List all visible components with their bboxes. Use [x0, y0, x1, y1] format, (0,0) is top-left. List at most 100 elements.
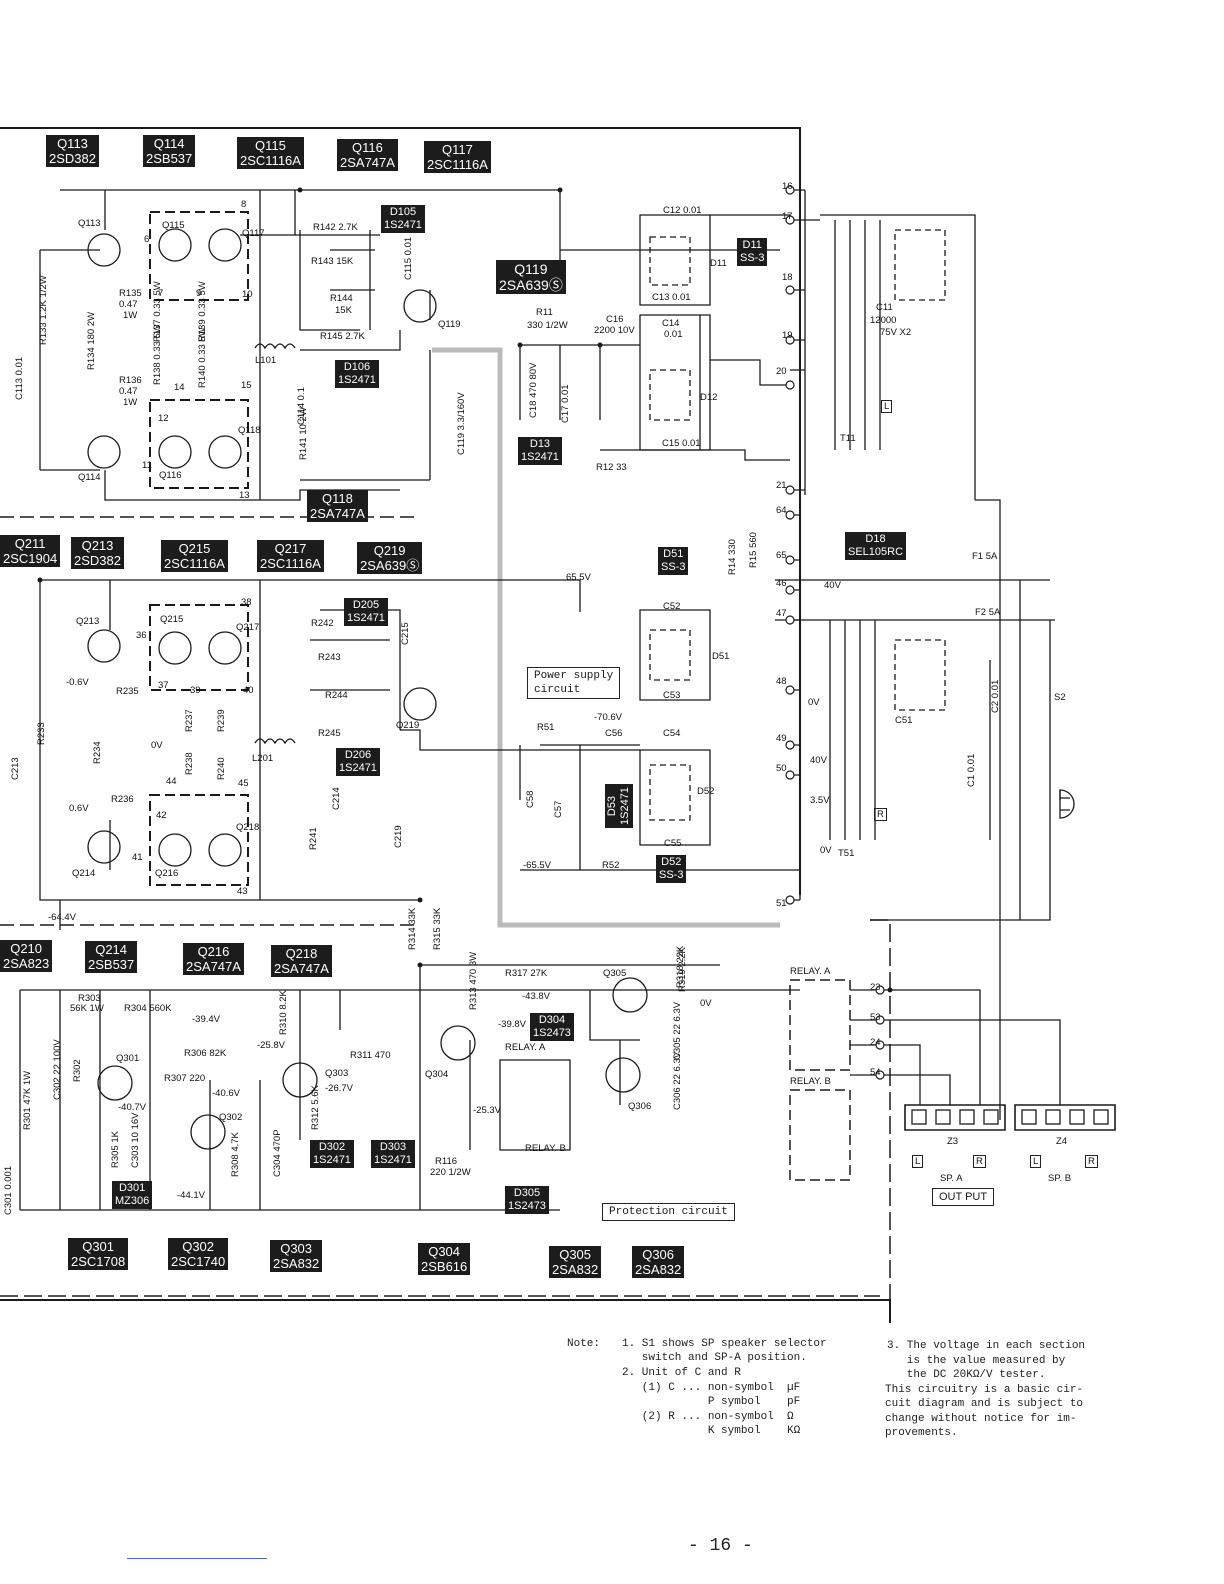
- label-q218: Q218: [236, 822, 260, 833]
- voltage-0v-d: 0V: [700, 998, 712, 1009]
- note-4: This circuitry is a basic cir-: [885, 1384, 1084, 1396]
- node-11: 11: [142, 460, 152, 471]
- label-q116: Q116: [159, 470, 182, 481]
- note-4b: change without notice for im-: [885, 1413, 1077, 1425]
- label-sp-b: SP. B: [1048, 1173, 1072, 1184]
- label-c306: C306 22 6.3V: [672, 1051, 683, 1110]
- voltage-neg-39-4v: -39.4V: [192, 1014, 220, 1025]
- node-12: 12: [158, 413, 169, 424]
- label-c2: C2 0.01: [990, 679, 1001, 713]
- label-r141: R141 10 2W: [298, 407, 309, 460]
- label-c17: C17 0.01: [560, 384, 571, 423]
- label-r242: R242: [311, 618, 334, 629]
- label-r312: R312 5.6K: [310, 1085, 321, 1130]
- label-c13: C13 0.01: [652, 292, 691, 303]
- label-c15: C15 0.01: [662, 438, 701, 449]
- voltage-neg-65-5v: -65.5V: [523, 860, 551, 871]
- label-q217: Q217: [236, 622, 260, 633]
- label-f2: F2 5A: [975, 607, 1001, 618]
- node-47: 47: [776, 608, 787, 619]
- label-r116-value: 220 1/2W: [430, 1167, 471, 1178]
- label-q214: Q214: [72, 868, 96, 879]
- label-c11: C11: [876, 302, 893, 313]
- node-41: 41: [132, 852, 143, 863]
- label-r237: R237: [184, 709, 195, 732]
- node-21: 21: [776, 480, 787, 491]
- note-1: 1. S1 shows SP speaker selector: [622, 1338, 827, 1350]
- node-10: 10: [242, 289, 253, 300]
- label-q302: Q302: [219, 1112, 243, 1123]
- label-d11: D11: [710, 258, 727, 269]
- label-r317: R317 27K: [505, 968, 548, 979]
- terminal-l-a: L: [912, 1155, 924, 1168]
- label-q117: Q117: [242, 228, 265, 239]
- label-r116: R116: [435, 1156, 458, 1167]
- voltage-neg-25-8v: -25.8V: [257, 1040, 285, 1051]
- note-2: 2. Unit of C and R: [622, 1367, 741, 1379]
- voltage-neg-40-6v: -40.6V: [212, 1088, 240, 1099]
- note-4a: cuit diagram and is subject to: [885, 1398, 1084, 1410]
- label-q219: Q219: [396, 720, 420, 731]
- label-q213: Q213: [76, 616, 100, 627]
- node-15: 15: [241, 380, 252, 391]
- note-1b: switch and SP-A position.: [622, 1352, 807, 1364]
- note-2c: (2) R ... non-symbol Ω: [622, 1411, 794, 1423]
- label-r142: R142 2.7K: [313, 222, 358, 233]
- label-q113: Q113: [78, 218, 101, 229]
- terminal-r-a: R: [973, 1155, 986, 1168]
- node-18: 18: [782, 272, 793, 283]
- label-c58: C58: [525, 790, 536, 808]
- label-r319: R319 2.2K: [677, 947, 688, 992]
- node-36: 36: [136, 630, 147, 641]
- node-46: 46: [776, 578, 787, 589]
- label-r12: R12 33: [596, 462, 627, 473]
- label-r11-value: 330 1/2W: [527, 320, 568, 331]
- node-39: 39: [190, 685, 201, 696]
- label-r136-watt: 1W: [123, 397, 138, 408]
- note-3a: is the value measured by: [887, 1355, 1066, 1367]
- node-23: 23: [870, 982, 881, 993]
- label-d51: D51: [712, 651, 730, 662]
- label-r236: R236: [111, 794, 134, 805]
- voltage-neg-64-4v: -64.4V: [48, 912, 76, 923]
- label-r315: R315 33K: [432, 907, 443, 950]
- label-r245: R245: [318, 728, 341, 739]
- label-r241: R241: [308, 827, 319, 850]
- label-r301: R301 47K 1W: [22, 1070, 33, 1130]
- note-2d: K symbol KΩ: [622, 1425, 801, 1437]
- label-r11: R11: [536, 307, 553, 318]
- note-2b: P symbol pF: [622, 1396, 801, 1408]
- label-c14-value: 0.01: [664, 329, 683, 340]
- label-t51: T51: [838, 848, 855, 859]
- label-c54: C54: [663, 728, 681, 739]
- label-r303: R303: [78, 993, 101, 1004]
- label-f1: F1 5A: [972, 551, 998, 562]
- node-17: 17: [782, 211, 793, 222]
- label-c213: C213: [10, 757, 21, 780]
- node-13: 13: [239, 490, 250, 501]
- node-24: 24: [870, 1037, 881, 1048]
- voltage-neg-44-1v: -44.1V: [177, 1190, 205, 1201]
- voltage-0v-b: 0V: [820, 845, 832, 856]
- label-r234: R234: [92, 741, 103, 764]
- label-q306: Q306: [628, 1101, 652, 1112]
- protection-circuit-caption: Protection circuit: [602, 1203, 735, 1221]
- label-c214: C214: [331, 787, 342, 810]
- node-37: 37: [158, 680, 169, 691]
- node-6: 6: [144, 234, 150, 245]
- label-r14: R14 330: [727, 539, 738, 575]
- note-heading: Note:: [567, 1338, 601, 1350]
